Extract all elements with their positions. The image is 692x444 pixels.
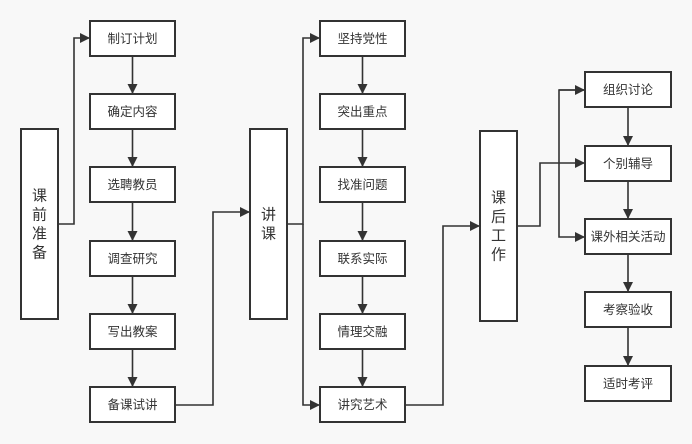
- step-box-rect: [89, 20, 176, 57]
- step-label: 适时考评: [603, 376, 653, 391]
- after-to-tutor-arrow: [517, 158, 585, 227]
- step-box-rect: [319, 93, 406, 130]
- step-label: 讲究艺术: [337, 397, 388, 412]
- stage-label-char: 后: [491, 208, 506, 226]
- lecture-to-first-arrow: [287, 33, 320, 225]
- step-box[interactable]: 讲究艺术: [319, 386, 406, 423]
- step-box[interactable]: 联系实际: [319, 240, 406, 277]
- step-label: 个别辅导: [603, 156, 653, 171]
- step-label: 备课试讲: [107, 397, 157, 412]
- step-label: 选聘教员: [107, 177, 157, 192]
- step-box[interactable]: 选聘教员: [89, 166, 176, 203]
- step-box[interactable]: 组织讨论: [584, 71, 672, 108]
- nodes: 课前准备讲课课后工作制订计划确定内容选聘教员调查研究写出教案备课试讲坚持党性突出…: [20, 20, 672, 423]
- step-box[interactable]: 适时考评: [584, 365, 672, 402]
- stage-label-char: 课: [261, 225, 276, 243]
- step-box[interactable]: 写出教案: [89, 313, 176, 350]
- stage-label-char: 工: [491, 227, 506, 245]
- step-label: 联系实际: [337, 251, 387, 266]
- step-box[interactable]: 课外相关活动: [584, 218, 672, 255]
- step-box[interactable]: 确定内容: [89, 93, 176, 130]
- step-label: 调查研究: [107, 251, 158, 266]
- step-box[interactable]: 突出重点: [319, 93, 406, 130]
- step-box[interactable]: 备课试讲: [89, 386, 176, 423]
- stage-label-char: 课: [491, 189, 506, 207]
- stage-label-char: 前: [32, 206, 47, 224]
- step-label: 考察验收: [603, 302, 654, 317]
- step-label: 组织讨论: [603, 82, 654, 97]
- stage-label-char: 备: [32, 244, 47, 262]
- step-label: 写出教案: [107, 324, 158, 339]
- step-box[interactable]: 坚持党性: [319, 20, 406, 57]
- connectors: [58, 33, 633, 410]
- step-box-rect: [584, 365, 672, 402]
- step-box-rect: [584, 218, 672, 255]
- stage-label-char: 准: [32, 225, 47, 243]
- step-box[interactable]: 个别辅导: [584, 145, 672, 182]
- step-box-rect: [319, 166, 406, 203]
- step-label: 情理交融: [337, 324, 388, 339]
- step-box[interactable]: 找准问题: [319, 166, 406, 203]
- stage-box-2[interactable]: 讲课: [249, 128, 288, 320]
- step-label: 坚持党性: [337, 31, 387, 46]
- prep-to-lecture-arrow: [175, 207, 250, 406]
- step-box-rect: [89, 93, 176, 130]
- step-label: 制订计划: [107, 31, 157, 46]
- lecture-to-last-arrow: [302, 224, 320, 410]
- step-box[interactable]: 考察验收: [584, 291, 672, 328]
- step-box[interactable]: 情理交融: [319, 313, 406, 350]
- stage-label-char: 课: [32, 187, 47, 205]
- step-label: 确定内容: [107, 104, 157, 119]
- step-box-rect: [319, 386, 406, 423]
- step-box-rect: [319, 240, 406, 277]
- step-box-rect: [584, 145, 672, 182]
- step-box-rect: [89, 386, 176, 423]
- step-box-rect: [89, 166, 176, 203]
- step-box[interactable]: 调查研究: [89, 240, 176, 277]
- step-box-rect: [89, 240, 176, 277]
- lecture-to-after-arrow: [405, 221, 480, 406]
- step-box-rect: [319, 20, 406, 57]
- stage-box-rect: [479, 130, 518, 322]
- stage-box-rect: [249, 128, 288, 320]
- step-label: 突出重点: [337, 104, 387, 119]
- stage-label-char: 作: [491, 246, 506, 264]
- stage-label-char: 讲: [261, 206, 276, 224]
- step-box-rect: [89, 313, 176, 350]
- step-label: 找准问题: [337, 177, 388, 192]
- step-box-rect: [584, 291, 672, 328]
- step-box[interactable]: 制订计划: [89, 20, 176, 57]
- step-box-rect: [584, 71, 672, 108]
- step-box-rect: [319, 313, 406, 350]
- prep-to-plan-arrow: [58, 33, 90, 225]
- step-label: 课外相关活动: [590, 229, 665, 244]
- stage-box-rect: [20, 128, 59, 320]
